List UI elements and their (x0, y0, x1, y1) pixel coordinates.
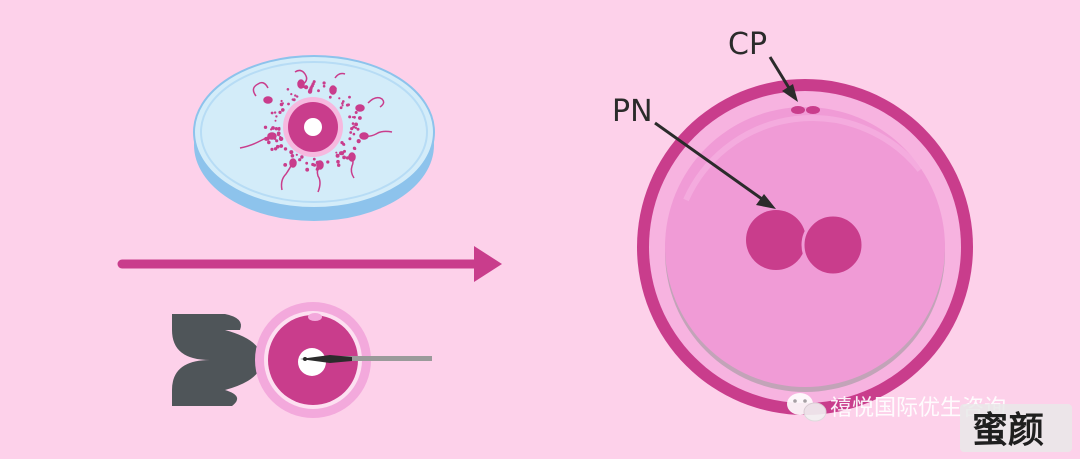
cumulus-dot (289, 150, 294, 155)
cumulus-dot (298, 158, 302, 162)
sperm (348, 152, 356, 179)
cumulus-dot (278, 110, 282, 114)
cumulus-dot (290, 93, 293, 96)
cumulus-dot (280, 99, 283, 103)
cumulus-dot (352, 125, 356, 129)
cumulus-dot (283, 163, 288, 167)
zygote (637, 79, 973, 415)
cumulus-dot (353, 147, 357, 151)
cumulus-dot (275, 115, 278, 118)
cumulus-dot (270, 111, 274, 115)
cumulus-dot (356, 127, 360, 131)
cumulus-dot (322, 81, 326, 85)
cumulus-dot (354, 126, 357, 129)
cumulus-dot (355, 123, 358, 126)
cumulus-dot (342, 155, 346, 160)
cumulus-dot (271, 126, 275, 130)
cumulus-dot (339, 106, 343, 110)
sperm (252, 81, 273, 104)
cumulus-dot (358, 116, 362, 120)
cumulus-dot (291, 98, 294, 101)
cumulus-dot (279, 144, 284, 148)
cumulus-dot (336, 159, 340, 164)
cumulus-dot (275, 144, 280, 149)
sperm (239, 132, 277, 149)
cumulus-dot (356, 139, 361, 144)
pronuclei-pn (746, 210, 865, 277)
cumulus-dot (352, 132, 356, 136)
cumulus-dot (354, 111, 358, 114)
cumulus-dot (294, 94, 297, 97)
cumulus-dot (305, 167, 310, 172)
injection-needle (300, 355, 432, 363)
cumulus-dot (347, 103, 350, 107)
cumulus-dot (309, 86, 313, 90)
watermark: 禧悦国际优生咨询 蜜颜 (787, 393, 1072, 452)
cumulus-dot (273, 111, 277, 114)
cumulus-dot (304, 85, 309, 90)
cumulus-dot (343, 149, 346, 153)
sperm (359, 130, 393, 140)
watermark-brand: 蜜颜 (972, 409, 1044, 451)
cumulus-dot (295, 153, 298, 156)
cumulus-dot (267, 140, 271, 145)
cumulus-dot (343, 143, 346, 146)
sperm (294, 69, 308, 89)
cumulus-dot (335, 151, 338, 154)
sperm-cells (239, 69, 393, 193)
cumulus-dot (274, 127, 279, 131)
cumulus-dot (322, 84, 326, 88)
sperm (280, 158, 297, 191)
cumulus-dot (337, 163, 341, 167)
cumulus-dot (338, 97, 341, 100)
cumulus-dot (348, 137, 352, 141)
label-arrows (654, 56, 798, 209)
holding-pipette (172, 314, 262, 406)
cumulus-dot (348, 115, 352, 119)
cumulus-dot (277, 133, 280, 137)
cumulus-dot (351, 122, 355, 125)
cumulus-dot (342, 100, 345, 103)
sperm (316, 160, 324, 193)
cumulus-dot (326, 160, 330, 164)
cumulus-dot (270, 147, 274, 151)
cumulus-dot (290, 154, 295, 158)
cumulus-dot (281, 102, 284, 105)
oocyte-with-sperm (239, 69, 393, 193)
cumulus-dot (335, 153, 340, 158)
cumulus-dot (279, 136, 284, 141)
cumulus-dot (341, 102, 344, 105)
polar-bodies-cp (791, 106, 820, 114)
process-arrow (117, 246, 502, 282)
cumulus-dot (305, 161, 309, 165)
cumulus-dot (263, 125, 268, 129)
cumulus-dot (296, 95, 299, 98)
cumulus-dot (274, 119, 277, 122)
wechat-icon (787, 393, 827, 422)
cumulus-dot (353, 115, 356, 119)
cumulus-dot (312, 157, 316, 161)
cumulus-dot (311, 162, 315, 167)
label-pn: PN (612, 94, 653, 129)
cumulus-dot (349, 131, 353, 134)
cumulus-dot (312, 80, 316, 84)
cumulus-dot (286, 88, 290, 91)
cumulus-dot (339, 151, 343, 156)
cumulus-dot (348, 95, 351, 99)
label-cp: CP (728, 27, 767, 62)
cumulus-dot (350, 127, 354, 131)
cumulus-dot (300, 155, 304, 159)
cumulus-dot (287, 102, 290, 106)
cumulus-dot (283, 147, 288, 151)
cumulus-dot (328, 95, 332, 99)
cumulus-dot (281, 108, 285, 112)
cumulus-dot (275, 139, 279, 143)
cumulus-dot (341, 104, 344, 107)
cumulus-dot (317, 89, 320, 93)
cumulus-dot (277, 127, 281, 131)
sperm (329, 72, 346, 95)
sperm (355, 96, 385, 112)
